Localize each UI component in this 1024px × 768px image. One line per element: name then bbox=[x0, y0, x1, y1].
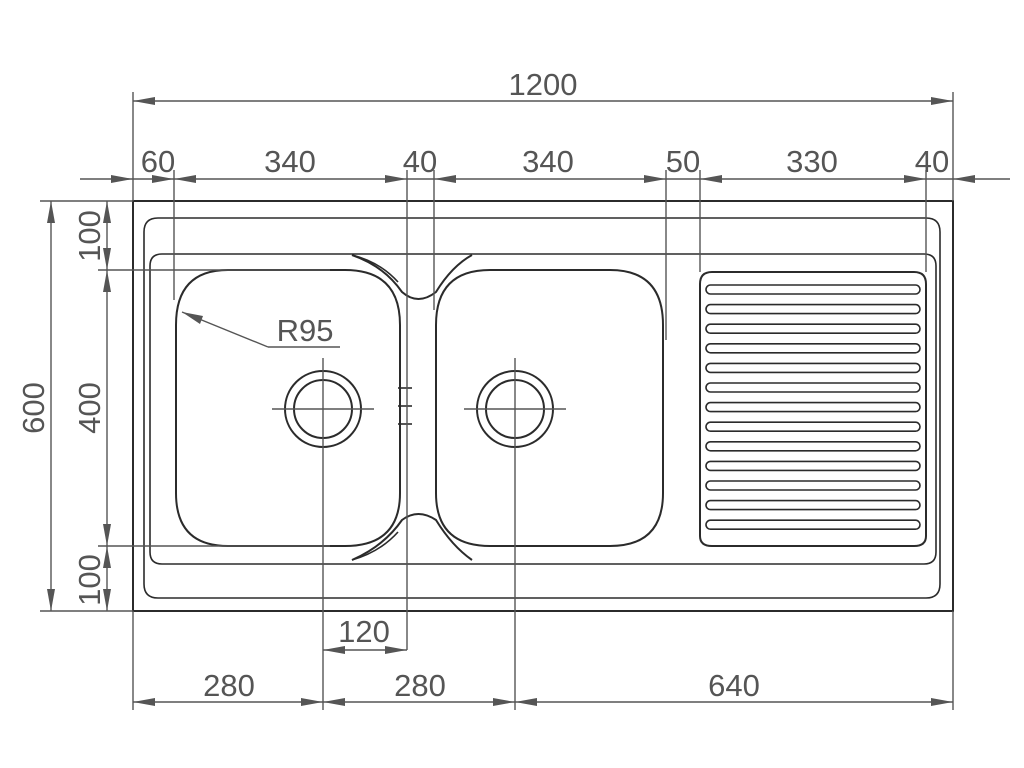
drainboard-rib bbox=[705, 342, 921, 354]
drainboard-rib bbox=[705, 519, 921, 531]
dimension-arrowhead bbox=[103, 270, 111, 292]
dimension-arrows bbox=[47, 97, 975, 706]
top-dim-label: 60 bbox=[141, 144, 175, 179]
drainboard-rib bbox=[705, 284, 921, 295]
dimension-arrowhead bbox=[931, 698, 953, 706]
top-dim-label: 340 bbox=[522, 144, 574, 179]
dimension-arrowhead bbox=[434, 175, 456, 183]
dimension-arrowhead bbox=[47, 201, 55, 223]
top-dim-label: 330 bbox=[786, 144, 838, 179]
sink-inner-rim bbox=[149, 253, 937, 565]
dimension-arrowhead bbox=[700, 175, 722, 183]
left-bowl-outline bbox=[175, 269, 401, 547]
dimension-arrowhead bbox=[174, 175, 196, 183]
top-dim-label: 50 bbox=[666, 144, 700, 179]
divider-bottom-ridge-inner bbox=[351, 531, 399, 561]
bottom-dim-label: 280 bbox=[394, 668, 446, 703]
left-dim-label: 400 bbox=[72, 382, 107, 434]
left-bowl bbox=[175, 269, 401, 547]
top-dim-label: 340 bbox=[264, 144, 316, 179]
dimension-arrowhead bbox=[904, 175, 926, 183]
drainboard-outline bbox=[699, 271, 927, 547]
drainboard-rib bbox=[705, 480, 921, 491]
drainboard-rib bbox=[705, 440, 921, 452]
drainboard-rib bbox=[705, 362, 921, 374]
dimension-arrowhead bbox=[385, 646, 407, 654]
dimension-arrowhead bbox=[103, 248, 111, 270]
dimension-labels: 1200 60 340 40 340 50 330 40 600 100 400… bbox=[16, 67, 949, 703]
right-bowl bbox=[435, 269, 664, 547]
drainboard-rib bbox=[705, 460, 921, 472]
dimension-arrowhead bbox=[111, 175, 133, 183]
drainboard-rib bbox=[705, 323, 921, 335]
top-dim-label: 40 bbox=[915, 144, 949, 179]
overall-width-label: 1200 bbox=[509, 67, 578, 102]
divider-bottom-ridge bbox=[351, 513, 473, 561]
dimension-arrowhead bbox=[323, 698, 345, 706]
top-dim-label: 40 bbox=[403, 144, 437, 179]
divider-top-ridge-inner bbox=[351, 254, 399, 283]
dimension-arrowhead bbox=[47, 589, 55, 611]
dimension-arrowhead bbox=[103, 524, 111, 546]
center-spacing-label: 120 bbox=[338, 614, 390, 649]
drainboard-rib bbox=[705, 499, 921, 511]
radius-label: R95 bbox=[277, 313, 334, 348]
bottom-dim-label: 280 bbox=[203, 668, 255, 703]
divider-top-ridge bbox=[351, 254, 473, 300]
drainboard bbox=[699, 271, 927, 547]
overall-height-label: 600 bbox=[16, 382, 51, 434]
drainboard-rib bbox=[705, 382, 921, 393]
dimension-arrowhead bbox=[493, 698, 515, 706]
drainboard-rib bbox=[705, 421, 921, 433]
right-bowl-outline bbox=[435, 269, 664, 547]
dimension-lines bbox=[40, 92, 1010, 710]
drainboard-rib bbox=[705, 401, 921, 413]
dimension-arrowhead bbox=[103, 546, 111, 568]
dimension-arrowhead bbox=[152, 175, 174, 183]
dimension-arrowhead bbox=[644, 175, 666, 183]
dimension-arrowhead bbox=[385, 175, 407, 183]
dimension-arrowhead bbox=[133, 97, 155, 105]
drainboard-rib bbox=[705, 303, 921, 315]
drainboard-ribs bbox=[705, 284, 921, 531]
sink-outer-edge bbox=[132, 200, 954, 612]
dimension-arrowhead bbox=[515, 698, 537, 706]
center-divider bbox=[351, 254, 473, 561]
dimension-arrowhead bbox=[103, 201, 111, 223]
left-dim-label: 100 bbox=[72, 210, 107, 262]
dimension-arrowhead bbox=[103, 589, 111, 611]
dimension-arrowhead bbox=[133, 698, 155, 706]
radius-arrowhead bbox=[182, 312, 203, 324]
dimension-arrowhead bbox=[931, 97, 953, 105]
dimension-arrowhead bbox=[301, 698, 323, 706]
sink-body bbox=[132, 200, 954, 612]
dimension-arrowhead bbox=[323, 646, 345, 654]
sink-rim bbox=[143, 217, 941, 599]
left-dim-label: 100 bbox=[72, 554, 107, 606]
dimension-arrowhead bbox=[953, 175, 975, 183]
bottom-dim-label: 640 bbox=[708, 668, 760, 703]
